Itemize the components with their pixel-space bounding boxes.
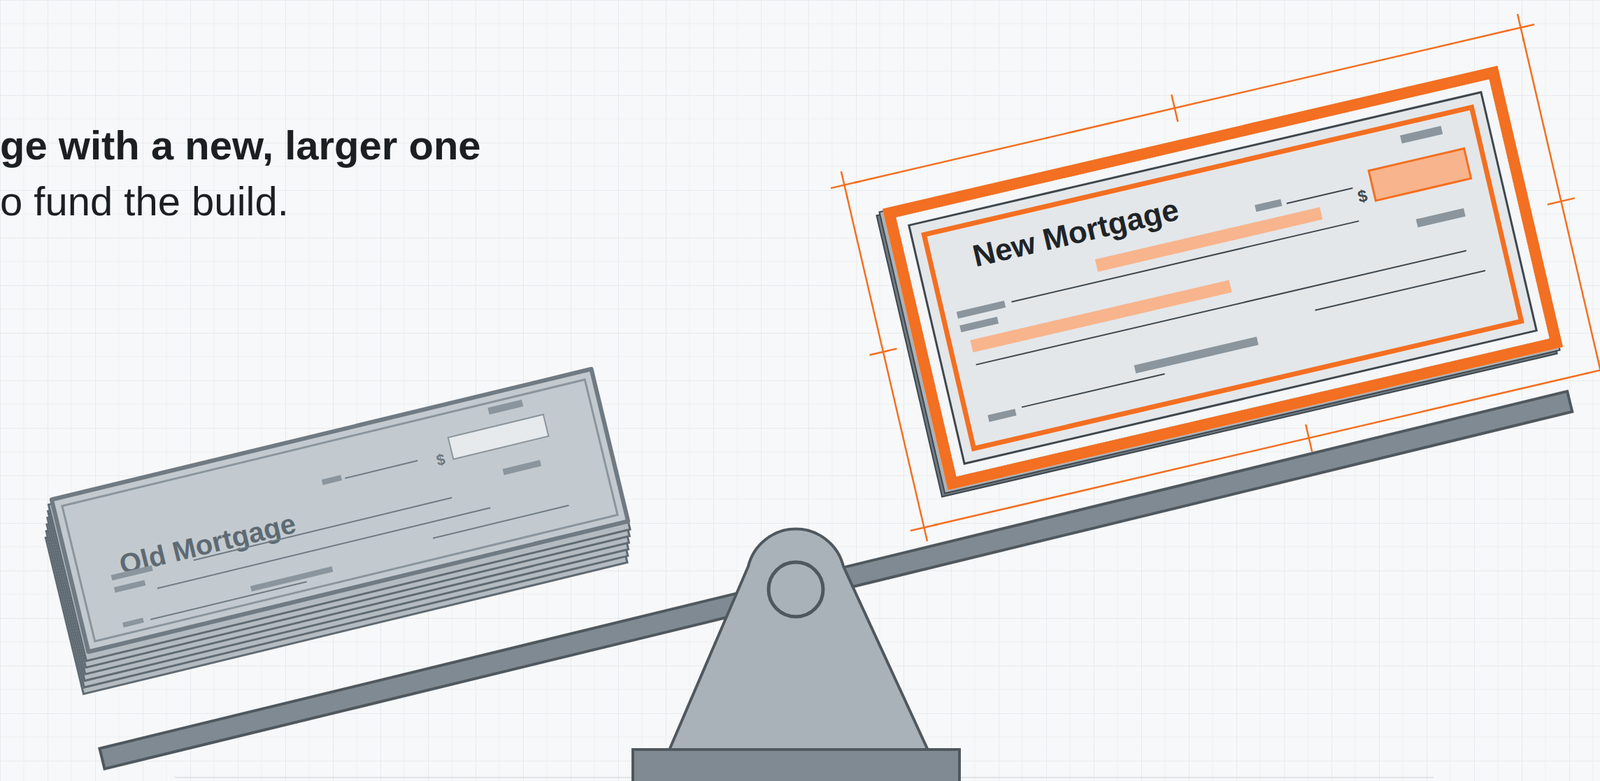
dimension-tick — [1171, 94, 1178, 122]
field-bar — [1134, 337, 1259, 374]
field-line — [976, 250, 1467, 365]
field-bar — [1400, 125, 1443, 144]
amount-box — [1368, 148, 1471, 201]
amount-box — [448, 414, 549, 460]
field-bar — [122, 618, 145, 628]
corner-cross — [1583, 353, 1600, 387]
field-bar — [1416, 208, 1466, 228]
subheading-text: o fund the build. — [0, 178, 289, 226]
field-line — [1011, 220, 1360, 303]
fulcrum-base — [632, 749, 960, 781]
node-label: New Mortgage — [969, 191, 1182, 274]
field-bar — [502, 460, 542, 476]
old-check-details — [93, 394, 573, 628]
field-bar — [111, 565, 154, 581]
field-bar — [987, 409, 1017, 423]
field-bar — [487, 399, 524, 414]
old-mortgage-check: Old Mortgage $ — [48, 366, 631, 655]
field-line — [432, 505, 569, 539]
field-line — [344, 460, 418, 479]
corner-cross — [1504, 11, 1538, 45]
highlight-bar — [969, 279, 1232, 353]
fulcrum — [668, 529, 929, 752]
field-line — [1315, 270, 1486, 311]
field-bar — [956, 300, 1006, 319]
corner-cross — [906, 510, 941, 545]
highlight-bar — [1095, 206, 1323, 272]
dollar-sign: $ — [1355, 185, 1369, 207]
dimension-line — [846, 195, 922, 516]
new-check-details — [827, 11, 1600, 545]
field-line — [1286, 188, 1353, 204]
dimension-lines — [827, 11, 1600, 545]
dimension-line — [934, 373, 1589, 526]
field-bar — [1254, 199, 1282, 212]
corner-cross — [827, 168, 861, 203]
heading-text: ge with a new, larger one — [0, 122, 482, 170]
field-bar — [959, 316, 999, 333]
node-label: Old Mortgage — [116, 506, 299, 581]
dimension-tick — [869, 348, 897, 356]
new-mortgage-check: New Mortgage $ — [881, 65, 1563, 491]
field-bar — [321, 474, 342, 485]
field-bar — [113, 579, 147, 593]
dimension-line — [854, 30, 1509, 184]
field-line — [150, 581, 307, 620]
dollar-sign: $ — [434, 450, 447, 470]
dimension-tick — [1305, 424, 1312, 452]
field-line — [193, 497, 452, 561]
field-bar — [250, 566, 334, 592]
dimension-tick — [1547, 197, 1575, 205]
dimension-line — [1523, 37, 1598, 359]
field-line — [1021, 374, 1166, 408]
field-line — [157, 507, 491, 589]
pivot-pin — [768, 562, 824, 617]
